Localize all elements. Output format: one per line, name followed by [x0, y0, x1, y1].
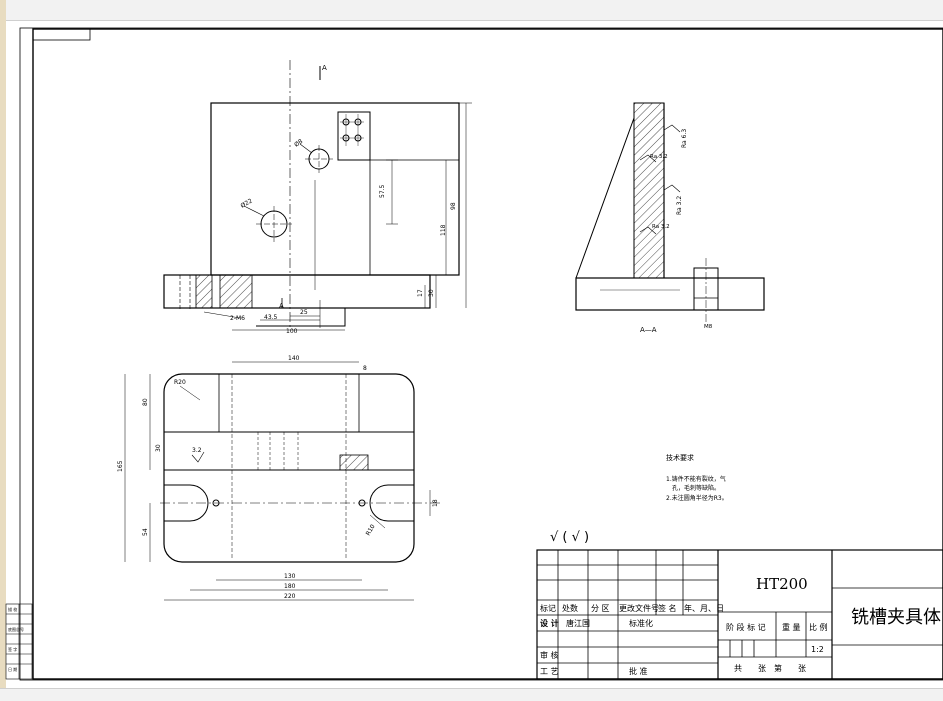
side-stamp	[5, 603, 33, 680]
ra-4: Ra 3.2	[652, 224, 670, 230]
dim-17: 17	[417, 289, 424, 297]
sheet-label: 共 张 第 张	[734, 663, 806, 673]
viewer-left-edge	[0, 0, 6, 700]
dim-130: 130	[284, 573, 296, 580]
dim-small-hole: Ø8	[293, 138, 304, 149]
dim-30-plan: 30	[155, 444, 162, 452]
section-view: A—A Ra 6.3 Ra 3.2 Ra 3.2 Ra 3.2 M8	[575, 102, 765, 334]
section-label: A—A	[640, 326, 657, 334]
viewer-top-bar	[0, 0, 943, 21]
dim-220: 220	[284, 593, 296, 600]
tech-line-3: 2.未注圆角半径为R3。	[666, 494, 728, 502]
col-count: 处数	[562, 603, 578, 613]
dim-98: 98	[450, 202, 457, 210]
material: HT200	[756, 575, 808, 593]
dim-large-hole: Ø22	[240, 197, 254, 209]
dim-180: 180	[284, 583, 296, 590]
dim-8: 8	[363, 365, 367, 372]
review-label: 审 核	[540, 650, 559, 660]
ra-1: Ra 6.3	[681, 129, 688, 148]
tech-requirements: 技术要求 1.铸件不能有裂纹，气 孔，毛刺等缺陷。 2.未注圆角半径为R3。	[666, 453, 728, 502]
stage-label: 阶 段 标 记	[726, 622, 766, 632]
col-zone: 分 区	[591, 604, 610, 613]
section-marker-top: A	[322, 64, 327, 72]
roughness-symbol: √ ( √ )	[550, 530, 589, 545]
section-bottom-note: M8	[704, 324, 713, 330]
plan-roughness: 3.2	[192, 447, 202, 454]
col-date: 年、月、日	[684, 603, 724, 613]
design-label: 设 计	[540, 618, 559, 628]
ra-3: Ra 3.2	[676, 196, 683, 215]
dim-57-5: 57.5	[379, 184, 386, 198]
dim-25: 25	[300, 309, 308, 316]
col-signature: 签 名	[658, 603, 677, 613]
weight-label: 重 量	[782, 622, 801, 632]
dim-100: 100	[286, 328, 298, 335]
scale-label: 比 例	[809, 622, 828, 632]
title-block	[536, 549, 943, 680]
dim-80: 80	[142, 398, 149, 406]
dim-30: 30	[428, 289, 435, 297]
plan-view: 140 R20 80 165 30 54 130 180 220 R10 18 …	[117, 355, 440, 601]
corner-box	[32, 28, 91, 41]
dim-54: 54	[142, 528, 149, 536]
stamp-row-4: 日 期	[8, 666, 17, 672]
approve-label: 批 准	[629, 666, 648, 676]
title-block-text: HT200 铣槽夹具体 标记 处数 分 区 更改文件号 签 名 年、月、日 设 …	[540, 575, 941, 676]
stamp-row-2: 底图总号	[8, 626, 24, 632]
ra-2: Ra 3.2	[650, 154, 668, 160]
dim-140: 140	[288, 355, 300, 362]
dim-slot-18: 18	[432, 499, 439, 507]
col-mark: 标记	[540, 603, 556, 613]
front-view: A A Ø8 Ø22 57.5 98 118 17 30 25 43.5 100…	[163, 60, 472, 335]
hole-note: 2-M6	[230, 315, 245, 322]
stamp-row-3: 签 字	[8, 646, 17, 652]
outer-frame	[19, 27, 943, 681]
section-marker-mid: A	[279, 302, 284, 310]
scale-value: 1:2	[811, 645, 824, 654]
dim-165: 165	[117, 460, 124, 472]
dim-r10: R10	[365, 523, 377, 537]
drawing-name: 铣槽夹具体	[851, 607, 941, 628]
tech-line-2: 孔，毛刺等缺陷。	[672, 484, 720, 492]
tech-title: 技术要求	[666, 453, 694, 462]
dim-43-5: 43.5	[264, 314, 278, 321]
designer: 唐江国	[566, 618, 590, 628]
dim-118: 118	[440, 224, 447, 236]
dim-r20: R20	[174, 379, 186, 386]
viewer-bottom-bar	[0, 688, 943, 701]
tech-line-1: 1.铸件不能有裂纹，气	[666, 475, 726, 483]
inner-frame	[32, 28, 943, 680]
process-label: 工 艺	[540, 667, 559, 676]
standard-label: 标准化	[629, 618, 653, 628]
stamp-row-1: 描 校	[8, 606, 17, 612]
col-change-doc: 更改文件号	[619, 603, 659, 613]
